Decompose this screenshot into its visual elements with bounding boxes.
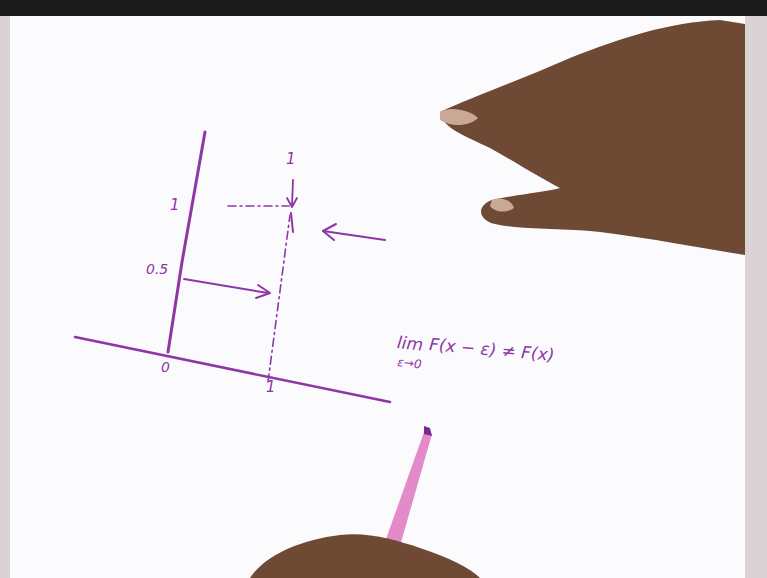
y-axis — [168, 132, 205, 352]
formula: F(x − ε) ≠ F(x) — [429, 336, 556, 364]
jump-value: 1 — [286, 152, 296, 167]
x-axis — [75, 337, 390, 402]
paper-sheet — [10, 16, 745, 578]
pen-tip — [424, 426, 432, 436]
fingernail — [440, 109, 478, 125]
limit-operator: lim — [396, 334, 424, 354]
hand — [440, 20, 745, 255]
axis-tick: 0.5 — [146, 262, 168, 276]
hand — [250, 534, 480, 578]
left-limit-arrow — [184, 279, 268, 293]
arrowhead — [256, 285, 270, 298]
step-mark — [291, 213, 293, 232]
top-edge — [0, 0, 767, 16]
value-arrow — [292, 180, 293, 206]
level-dashed-line — [228, 205, 289, 207]
axis-tick: 0 — [161, 360, 170, 374]
arrowhead — [287, 198, 297, 207]
axis-tick: 1 — [170, 198, 180, 213]
fingernail — [490, 198, 514, 211]
axis-tick: 1 — [266, 380, 276, 395]
cdf-plot — [75, 132, 390, 402]
arrowhead — [323, 224, 336, 240]
jump-dashed-line — [268, 215, 290, 382]
hand-illustration — [250, 20, 745, 578]
limit-subscript: ε→0 — [397, 356, 422, 370]
